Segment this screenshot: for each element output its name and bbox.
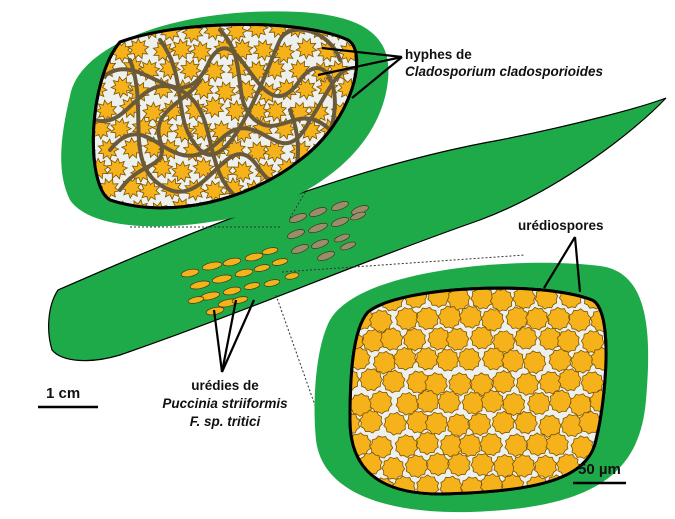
parasitized-spore — [99, 20, 119, 41]
hyphae-label-line2: Cladosporium cladosporioides — [405, 64, 603, 80]
parasitized-spore — [77, 18, 98, 39]
scale-label-micro: 50 µm — [578, 462, 621, 478]
hyphae-label-line1: hyphes de — [405, 47, 472, 63]
uredia-label-line3: F. sp. tritici — [190, 414, 261, 430]
uredia-label-line2: Puccinia striiformis — [162, 396, 287, 412]
urediospores-label: urédiospores — [518, 218, 604, 234]
scale-label-leaf: 1 cm — [46, 386, 80, 402]
uredia-label-line1: urédies de — [191, 378, 259, 394]
